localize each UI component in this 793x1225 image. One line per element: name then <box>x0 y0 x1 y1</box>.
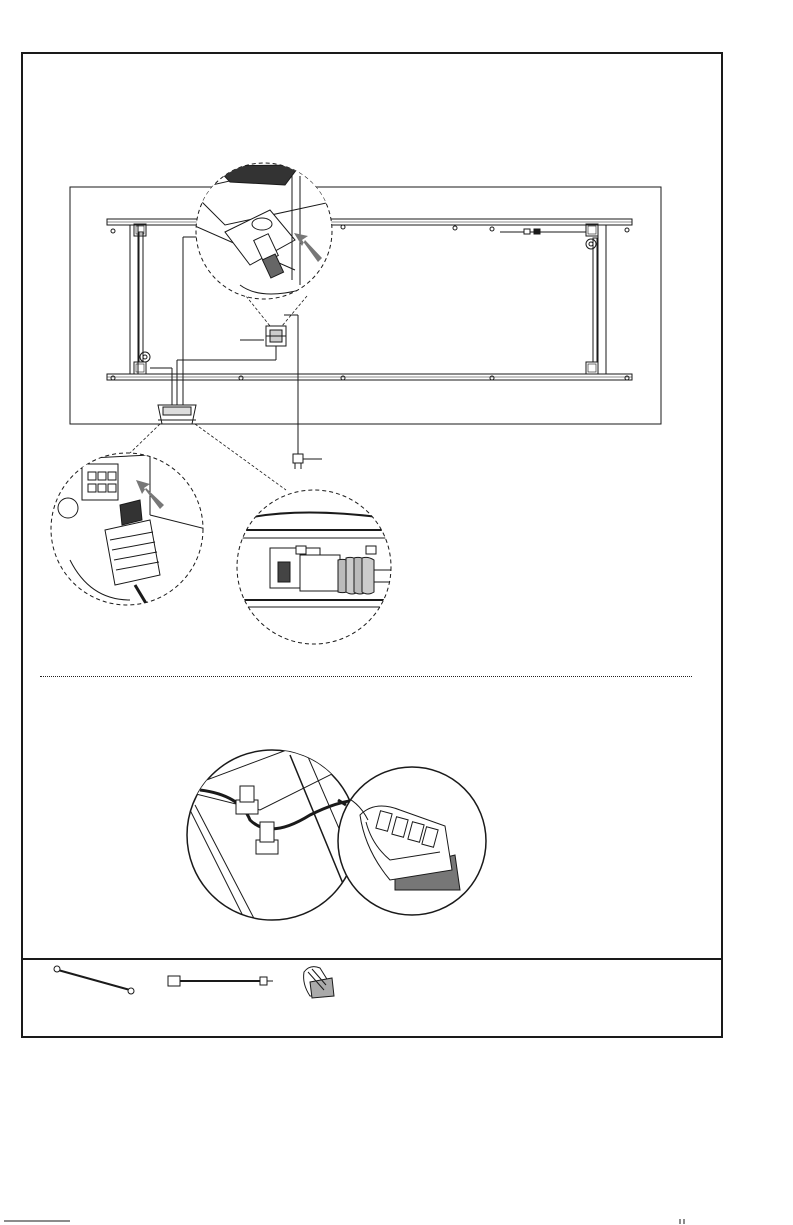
detail-inset-connector-socket <box>50 453 210 610</box>
detail-inset-cable-clip <box>237 490 400 644</box>
power-supply-module <box>266 326 286 346</box>
cable-clip-icon <box>304 967 334 998</box>
power-cable-icon <box>168 976 273 986</box>
cable-tie-icon <box>54 966 134 994</box>
junction-box <box>158 405 196 424</box>
mirror-panel <box>70 187 661 424</box>
clip-magnified-inset <box>338 767 486 915</box>
plug-connector <box>293 454 322 469</box>
page-edge-marks <box>0 1217 793 1225</box>
